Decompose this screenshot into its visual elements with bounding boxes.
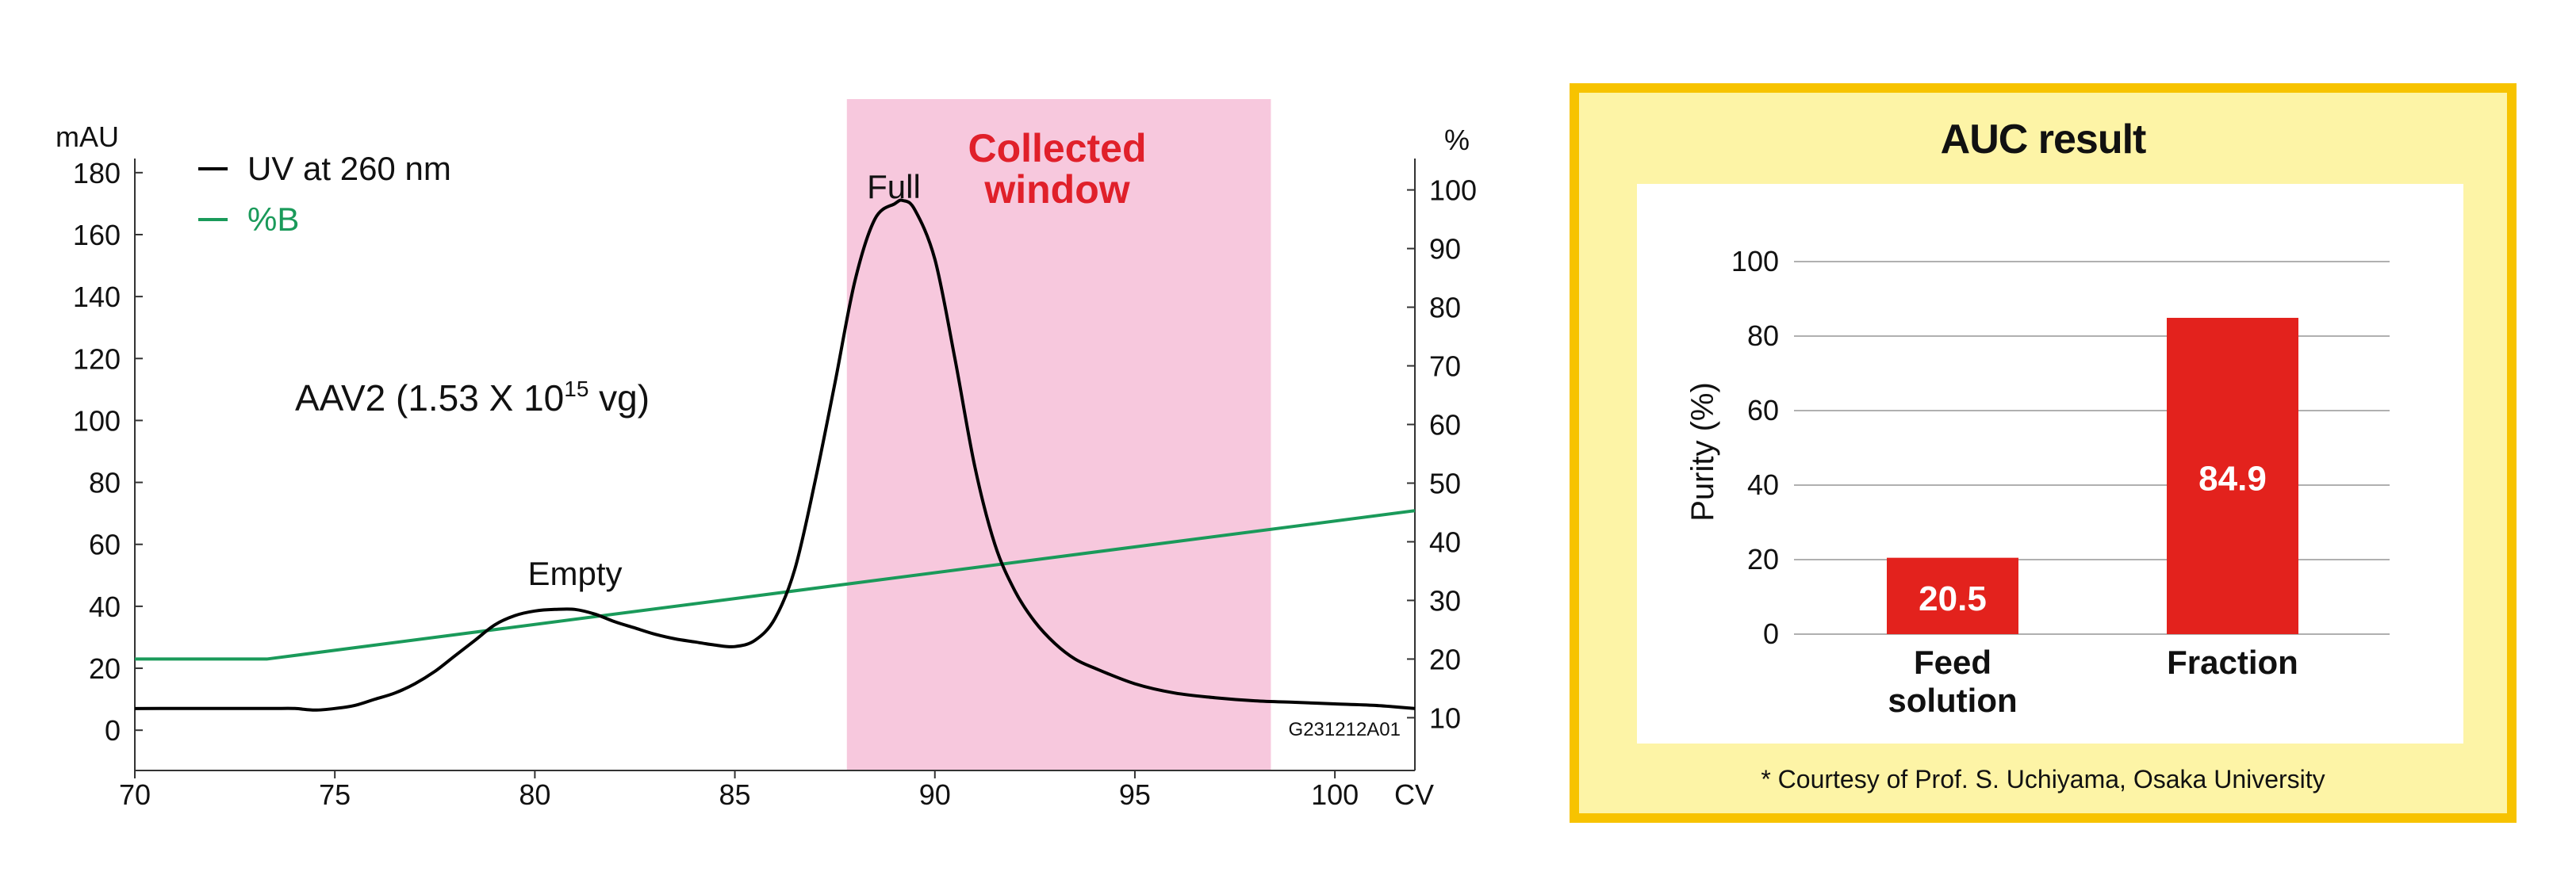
collected-window-band (846, 99, 1271, 770)
left-y-tick-label: 180 (73, 157, 121, 189)
left-y-axis-ticks: 0 20 40 60 80 100 120 140 160 180 (73, 157, 143, 747)
right-y-tick-label: 40 (1429, 526, 1461, 558)
bar (1887, 557, 2018, 634)
legend: UV at 260 nm %B (198, 150, 451, 238)
empty-peak-label: Empty (527, 555, 622, 592)
bar-value-label: 84.9 (2198, 459, 2267, 498)
bar-y-axis-title: Purity (%) (1685, 382, 1720, 522)
right-y-tick-label: 100 (1429, 174, 1477, 207)
left-y-tick-label: 100 (73, 404, 121, 437)
x-axis-ticks: 70 75 80 85 90 95 100 (119, 770, 1359, 811)
left-y-tick-label: 40 (89, 591, 121, 623)
x-tick-label: 95 (1119, 778, 1151, 811)
right-y-tick-label: 20 (1429, 643, 1461, 675)
series-line-uv-260 (134, 198, 1416, 712)
bar-y-tick-label: 40 (1747, 468, 1779, 501)
right-y-axis-title: % (1444, 124, 1470, 156)
left-y-tick-label: 120 (73, 342, 121, 375)
panel-title: AUC result (1941, 117, 2146, 162)
x-tick-label: 70 (119, 778, 151, 811)
bar-y-tick-label: 0 (1763, 617, 1779, 650)
panel-footnote: * Courtesy of Prof. S. Uchiyama, Osaka U… (1761, 765, 2325, 793)
bar-plot-area (1637, 184, 2463, 744)
x-tick-label: 85 (719, 778, 751, 811)
bar (2167, 317, 2298, 634)
full-peak-label: Full (867, 168, 921, 205)
x-tick-label: 80 (519, 778, 550, 811)
collected-window-label-line1: Collected (968, 126, 1146, 170)
bar-y-tick-label: 80 (1747, 319, 1779, 352)
bar-y-tick-label: 100 (1731, 245, 1779, 277)
bars: 20.5 84.9 (1887, 317, 2298, 634)
series-line-percent-b (135, 509, 1416, 661)
bar-y-tick-label: 20 (1747, 543, 1779, 575)
sample-label: AAV2 (1.53 X 1015 vg) (295, 377, 650, 419)
x-axis-title: CV (1394, 778, 1434, 811)
left-y-tick-label: 20 (89, 652, 121, 685)
right-y-tick-label: 70 (1429, 350, 1461, 383)
left-y-tick-label: 140 (73, 281, 121, 313)
x-tick-label: 75 (319, 778, 351, 811)
bar-y-axis-ticks: 0 20 40 60 80 100 (1731, 245, 1779, 650)
legend-label-uv: UV at 260 nm (247, 150, 451, 187)
right-y-axis-ticks: 10 20 30 40 50 60 70 80 90 100 (1407, 174, 1477, 734)
bar-category-label: Feed (1914, 644, 1991, 681)
bar-category-label: solution (1888, 682, 2017, 719)
legend-label-percent-b: %B (247, 201, 299, 238)
bar-category-label: Fraction (2167, 644, 2298, 681)
x-tick-label: 100 (1311, 778, 1359, 811)
left-y-tick-label: 60 (89, 529, 121, 561)
right-y-tick-label: 60 (1429, 409, 1461, 442)
left-y-tick-label: 0 (105, 714, 121, 747)
bar-y-tick-label: 60 (1747, 394, 1779, 426)
left-y-tick-label: 80 (89, 467, 121, 499)
chromatogram-chart: Collected window 70 75 80 85 90 95 100 0 20 40 60… (56, 99, 1477, 811)
right-y-tick-label: 90 (1429, 233, 1461, 266)
right-y-tick-label: 80 (1429, 292, 1461, 324)
left-y-tick-label: 160 (73, 219, 121, 251)
right-y-tick-label: 30 (1429, 584, 1461, 617)
auc-result-panel: AUC result 0 20 40 60 80 100 Purity (%) 20.5 8… (1570, 83, 2517, 823)
x-tick-label: 90 (919, 778, 951, 811)
collected-window-label-line2: window (983, 167, 1129, 212)
right-y-tick-label: 50 (1429, 467, 1461, 499)
figure-code: G231212A01 (1289, 719, 1401, 740)
left-y-axis-title: mAU (56, 120, 119, 153)
right-y-tick-label: 10 (1429, 702, 1461, 734)
bar-value-label: 20.5 (1919, 579, 1987, 618)
